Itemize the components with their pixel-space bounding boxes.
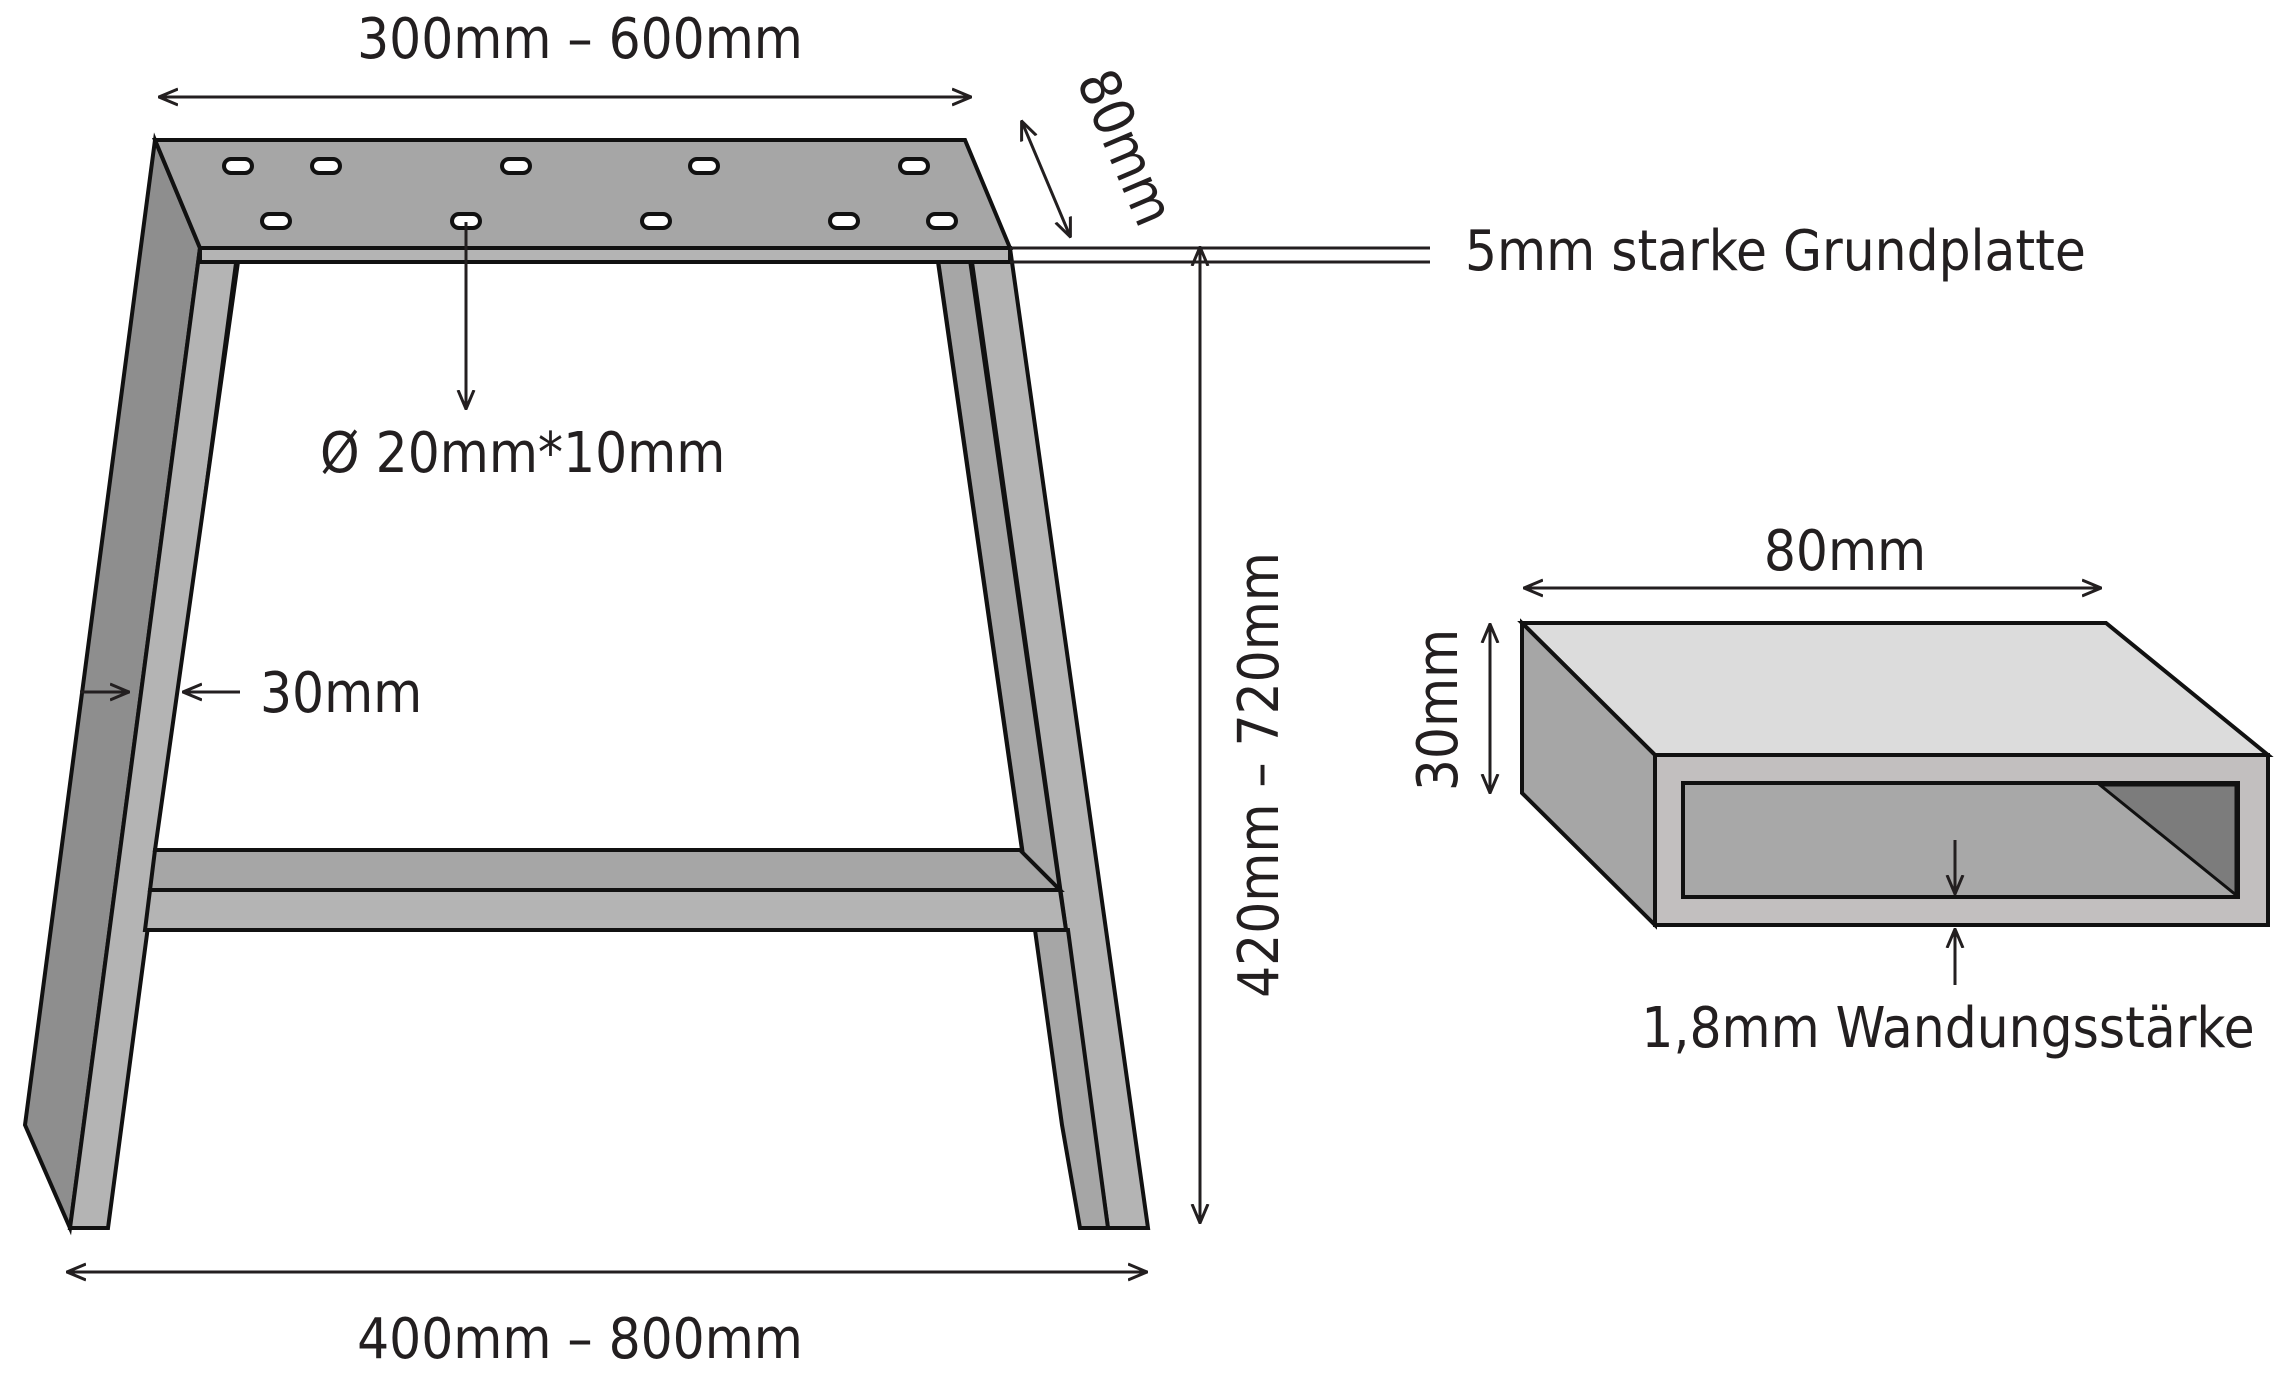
mounting-hole [926,212,958,230]
profile-width-label: 80mm [1764,519,1926,584]
crossbar-front-face [142,888,1069,932]
hole-label: Ø 20mm*10mm [320,421,725,486]
plate-thickness-label: 5mm starke Grundplatte [1465,219,2086,284]
bottom-width-label: 400mm – 800mm [357,1307,803,1372]
base-plate-front-edge [198,246,1012,264]
crossbar-top-face [147,848,1065,892]
profile-inner-opening [1681,781,2240,899]
top-width-dimension: 300mm – 600mm [160,7,970,97]
frame-opening [152,260,1025,852]
mounting-hole [688,157,720,175]
plate-depth-dimension: 80mm [1022,60,1187,236]
mounting-hole [640,212,672,230]
bottom-width-dimension: 400mm – 800mm [68,1272,1146,1372]
profile-width-dimension: 30mm [80,661,422,726]
height-label: 420mm – 720mm [1227,552,1292,998]
mounting-holes [222,157,958,230]
wall-thickness-dimension: 1,8mm Wandungsstärke [1641,840,2255,1061]
profile-section [1517,618,2274,930]
table-leg [22,132,1151,1236]
wall-thickness-label: 1,8mm Wandungsstärke [1641,996,2254,1061]
top-width-label: 300mm – 600mm [357,7,803,72]
profile-width-dimension: 80mm [1525,519,2100,588]
mounting-hole [222,157,254,175]
profile-width-label: 30mm [260,661,422,726]
mounting-hole [500,157,532,175]
profile-height-label: 30mm [1406,629,1471,791]
profile-inner-shadow [2095,783,2238,899]
height-dimension: 420mm – 720mm [1200,248,1292,1222]
profile-height-dimension: 30mm [1406,625,1490,792]
mounting-hole [898,157,930,175]
base-plate-top-face [152,138,1013,250]
plate-thickness-dimension: 5mm starke Grundplatte [1010,219,2086,284]
mounting-hole [828,212,860,230]
mounting-hole [260,212,292,230]
mounting-hole [310,157,342,175]
plate-depth-label: 80mm [1063,60,1186,235]
hole-dimension: Ø 20mm*10mm [320,222,725,486]
